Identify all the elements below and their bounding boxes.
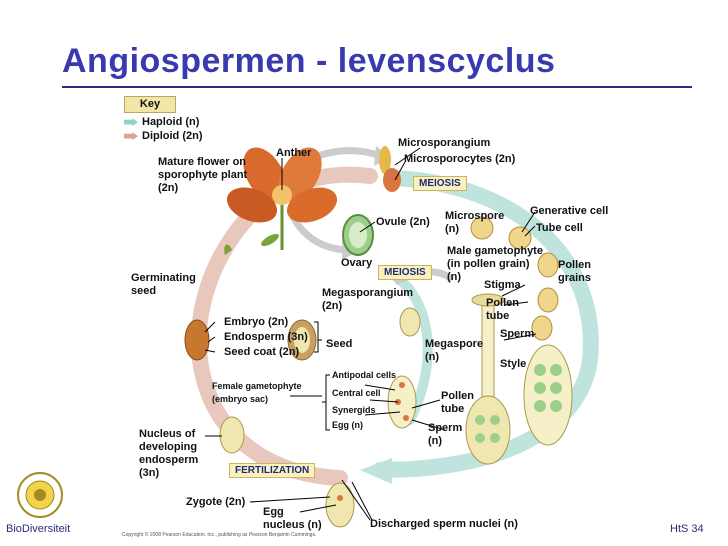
seed-parts-bracket: [314, 321, 322, 353]
label-female-gametophyte: Female gametophyte(embryo sac): [212, 381, 302, 404]
label-megasporangium: Megasporangium(2n): [322, 287, 414, 312]
label-male-gametophyte: Male gametophyte(in pollen grain)(n): [447, 245, 543, 283]
embryo-sac-bracket: [322, 374, 330, 431]
key-diploid: Diploid (2n): [124, 130, 203, 142]
diploid-swatch-icon: [124, 132, 138, 141]
diploid-cycle-arrow: [190, 166, 378, 486]
label-microsporocytes: Microsporocytes (2n): [404, 153, 516, 165]
label-ovule: Ovule (2n): [376, 216, 430, 228]
label-discharged-sperm: Discharged sperm nuclei (n): [370, 518, 518, 530]
label-ovary: Ovary: [341, 257, 373, 269]
label-sperm-top: Sperm: [500, 328, 535, 340]
embryo-sac-icon: [387, 375, 417, 429]
key-haploid: Haploid (n): [124, 116, 199, 128]
copyright-notice: Copyright © 2008 Pearson Education, Inc.…: [122, 532, 317, 538]
label-embryo: Embryo (2n): [224, 316, 289, 328]
microspore-icon: [470, 216, 532, 250]
label-central-cell: Central cell: [332, 388, 381, 398]
meiosis-tag-mid: MEIOSIS: [378, 265, 432, 280]
label-megaspore: Megaspore(n): [425, 338, 484, 363]
mature-flower-icon: [226, 147, 338, 250]
label-style: Style: [500, 358, 527, 370]
haploid-arrowhead: [360, 458, 392, 484]
label-egg-n: Egg (n): [332, 420, 363, 430]
ovary-magnified-icon: [523, 344, 573, 446]
label-antipodal-cells: Antipodal cells: [332, 370, 397, 380]
footer-page-number: HtS 34: [670, 523, 704, 535]
haploid-swatch-icon: [124, 118, 138, 127]
label-endosperm: Endosperm (3n): [224, 331, 308, 343]
anther-icon: [379, 146, 401, 192]
germinating-seed-icon: [184, 244, 232, 361]
label-sperm-bottom: Sperm(n): [428, 422, 463, 447]
megasporangium-icon: [399, 307, 421, 337]
pollen-grain-icon: [531, 252, 559, 341]
title-rule: [62, 86, 692, 88]
slide-title: Angiospermen - levenscyclus: [62, 42, 556, 80]
seed-icon: [287, 319, 317, 361]
fertilized-ovule-icon: [325, 482, 355, 528]
leader-lines: [204, 147, 537, 521]
meiosis-tag-top: MEIOSIS: [413, 176, 467, 191]
university-seal-icon: [17, 472, 63, 518]
label-zygote: Zygote (2n): [186, 496, 246, 508]
label-anther: Anther: [276, 147, 312, 159]
pistil-icon: [465, 293, 511, 465]
ovule-icon: [342, 214, 374, 256]
label-synergids: Synergids: [332, 405, 376, 415]
label-generative-cell: Generative cell: [530, 205, 609, 217]
label-seed-coat: Seed coat (2n): [224, 346, 300, 358]
label-microspore: Microspore(n): [445, 210, 505, 235]
label-seed: Seed: [326, 338, 353, 350]
fertilization-tag: FERTILIZATION: [229, 463, 316, 478]
label-stigma: Stigma: [484, 279, 521, 291]
developing-endosperm-icon: [219, 416, 245, 454]
label-microsporangium: Microsporangium: [398, 137, 491, 149]
key-title: Key: [124, 96, 176, 113]
footer-course: BioDiversiteit: [6, 523, 71, 535]
inner-haploid-arrow: [390, 271, 433, 425]
label-tube-cell: Tube cell: [536, 222, 583, 234]
